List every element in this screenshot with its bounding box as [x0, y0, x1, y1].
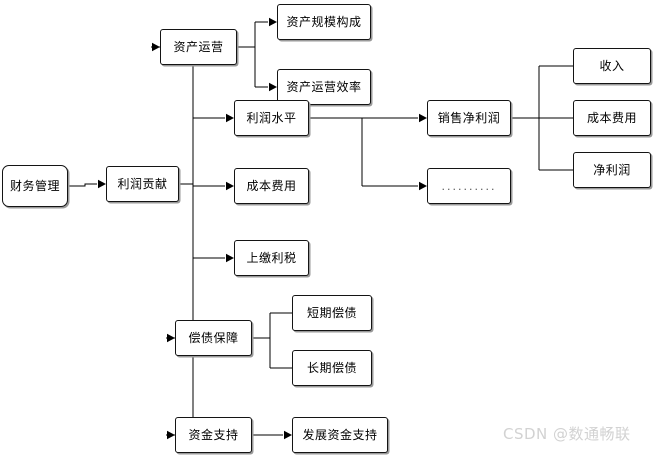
node-label: 资产运营: [173, 40, 224, 54]
node-label: 利润贡献: [117, 177, 168, 191]
arrowhead-profit_level-net_sales_margin: [419, 113, 427, 123]
node-label: 上缴利税: [246, 251, 297, 265]
node-asset_scale[interactable]: 资产规模构成: [277, 4, 371, 40]
node-label: 短期偿债: [306, 306, 357, 320]
node-label: 财务管理: [9, 179, 60, 193]
node-label: 长期偿债: [306, 361, 357, 375]
node-label: 成本费用: [586, 111, 637, 125]
arrowhead-profit_contrib-asset_ops: [152, 42, 160, 52]
node-label: 净利润: [593, 163, 631, 177]
node-tax_paid[interactable]: 上缴利税: [234, 240, 309, 276]
node-label: 发展资金支持: [302, 428, 378, 442]
arrowhead-profit_contrib-debt_guarantee: [167, 333, 175, 343]
node-label: 销售净利润: [437, 111, 501, 125]
node-net_sales_margin[interactable]: 销售净利润: [427, 100, 511, 136]
node-cost_expense_mid[interactable]: 成本费用: [234, 168, 309, 204]
node-asset_ops[interactable]: 资产运营: [160, 29, 237, 65]
node-label: 收入: [599, 59, 625, 73]
arrowhead-profit_contrib-cost_expense_mid: [226, 181, 234, 191]
node-label: 成本费用: [246, 179, 297, 193]
node-revenue[interactable]: 收入: [573, 48, 651, 84]
arrowhead-profit_contrib-tax_paid: [226, 253, 234, 263]
node-long_term_debt[interactable]: 长期偿债: [292, 350, 372, 386]
arrowhead-profit_contrib-profit_level: [226, 113, 234, 123]
node-label: 利润水平: [246, 111, 297, 125]
node-short_term_debt[interactable]: 短期偿债: [292, 295, 372, 331]
arrowhead-root-profit_contrib: [98, 179, 106, 189]
node-debt_guarantee[interactable]: 偿债保障: [175, 320, 252, 356]
node-dev_fund_support[interactable]: 发展资金支持: [292, 417, 388, 453]
node-ellipsis[interactable]: ..........: [427, 168, 511, 204]
node-asset_eff[interactable]: 资产运营效率: [277, 69, 371, 105]
watermark-label: CSDN @数通畅联: [503, 425, 631, 443]
node-label: 偿债保障: [188, 331, 239, 345]
arrowhead-asset_ops-asset_eff: [269, 82, 277, 92]
node-label: 资产规模构成: [286, 15, 362, 29]
node-label: 资金支持: [188, 428, 239, 442]
node-root[interactable]: 财务管理: [2, 165, 68, 207]
node-label: ..........: [441, 179, 497, 193]
arrowhead-fund_support-dev_fund_support: [284, 430, 292, 440]
arrowhead-profit_level-ellipsis: [419, 181, 427, 191]
node-fund_support[interactable]: 资金支持: [175, 417, 252, 453]
arrowhead-profit_contrib-fund_support: [167, 430, 175, 440]
node-profit_contrib[interactable]: 利润贡献: [106, 166, 179, 202]
node-profit_level[interactable]: 利润水平: [234, 100, 309, 136]
node-cost_expense_r[interactable]: 成本费用: [573, 100, 651, 136]
arrowhead-asset_ops-asset_scale: [269, 17, 277, 27]
node-net_profit[interactable]: 净利润: [573, 152, 651, 188]
edge-root-profit_contrib: [68, 183, 97, 187]
node-label: 资产运营效率: [286, 80, 362, 94]
